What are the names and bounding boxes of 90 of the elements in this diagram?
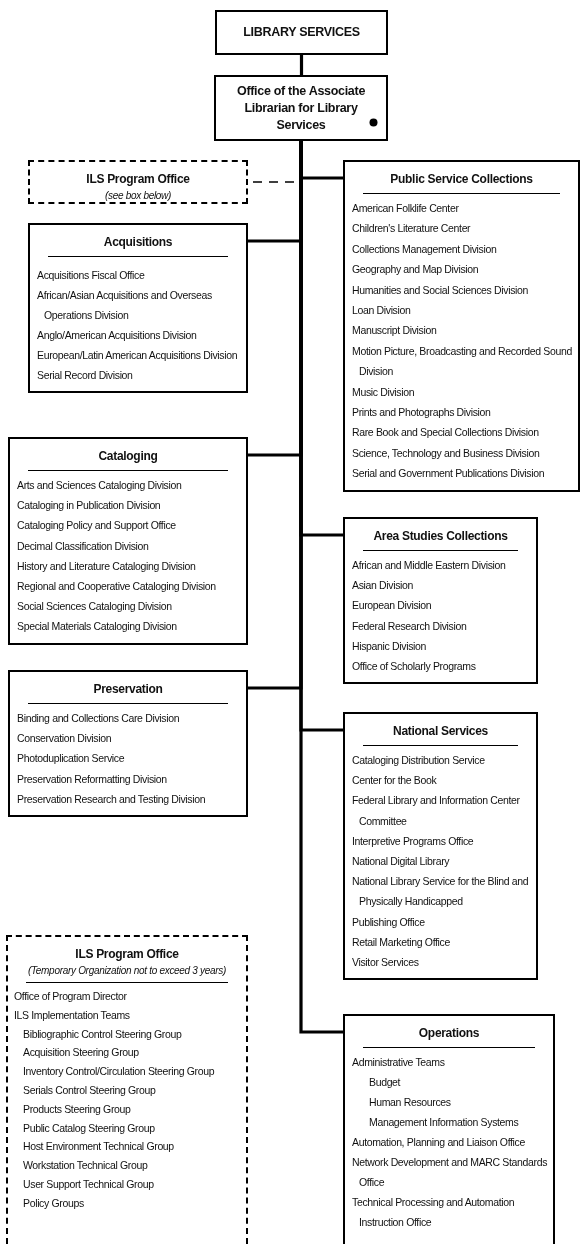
org-box (215, 10, 388, 55)
list-item: Prints and Photographs Division (352, 405, 492, 421)
list-item: History and Literature Cataloging Division (17, 558, 197, 574)
list-item: Retail Marketing Office (352, 934, 451, 950)
list-item: Serial and Government Publications Division (352, 466, 546, 482)
list-item: Federal Research Division (352, 618, 468, 634)
list-item: Human Resources (369, 1095, 452, 1110)
box-title: Office of the Associate Librarian for Library Services (235, 82, 367, 134)
org-box (8, 670, 248, 817)
list-item: Technical Processing and Automation Instruction Office (352, 1195, 516, 1230)
list-item: African/Asian Acquisitions and Overseas Operations Division (37, 288, 213, 323)
list-item: User Support Technical Group (23, 1176, 155, 1192)
list-item: African and Middle Eastern Division (352, 558, 507, 573)
list-item: Bibliographic Control Steering Group (23, 1026, 183, 1042)
list-item: Manuscript Division (352, 323, 438, 339)
list-item: Decimal Classification Division (17, 538, 150, 554)
list-item: Social Sciences Cataloging Division (17, 599, 173, 615)
org-box (343, 1014, 555, 1244)
list-item: Science, Technology and Business Division (352, 445, 541, 461)
connector-line (299, 55, 304, 75)
list-item: National Digital Library (352, 854, 451, 869)
list-item: Regional and Cooperative Cataloging Division (17, 579, 217, 594)
list-item: Inventory Control/Circulation Steering Group (23, 1064, 216, 1080)
list-item: Preservation Research and Testing Division (17, 791, 207, 807)
box-title: LIBRARY SERVICES (243, 24, 360, 41)
list-item: Special Materials Cataloging Division (17, 619, 178, 635)
box-heading: ILS Program Office (85, 171, 191, 188)
box-heading: ILS Program Office (74, 946, 180, 963)
list-item: Hispanic Division (352, 638, 427, 654)
list-item: Photoduplication Service (17, 751, 126, 767)
org-box (343, 517, 538, 685)
org-box (343, 160, 580, 492)
dashed-box (6, 935, 248, 1244)
box-heading: Public Service Collections (389, 171, 534, 188)
list-item: Interpretive Programs Office (352, 833, 475, 849)
list-item: Rare Book and Special Collections Division (352, 425, 540, 441)
list-item: Binding and Collections Care Division (17, 711, 181, 726)
box-heading: Cataloging (97, 448, 159, 465)
list-item: Host Environment Technical Group (23, 1139, 175, 1155)
org-box (28, 223, 248, 393)
list-item: ILS Implementation Teams (14, 1007, 131, 1023)
list-item: Music Division (352, 384, 416, 400)
list-item: European Division (352, 598, 433, 614)
list-item: Loan Division (352, 303, 412, 319)
list-item: National Library Service for the Blind and Physically Handicapped (352, 874, 530, 910)
list-item: Automation, Planning and Liaison Office (352, 1135, 526, 1150)
org-box (8, 437, 248, 645)
list-item: Publishing Office (352, 914, 426, 930)
list-item: Conservation Division (17, 731, 113, 747)
list-item: Humanities and Social Sciences Division (352, 282, 530, 298)
list-item: Preservation Reformatting Division (17, 771, 168, 787)
list-item: Administrative Teams (352, 1055, 446, 1070)
list-item: Federal Library and Information Center Committee (352, 793, 521, 829)
list-item: Serials Control Steering Group (23, 1083, 157, 1098)
list-item: Motion Picture, Broadcasting and Recorded Sound Division (352, 343, 573, 380)
list-item: Acquisitions Fiscal Office (37, 268, 146, 283)
list-item: Arts and Sciences Cataloging Division (17, 478, 183, 493)
box-heading: National Services (392, 723, 489, 740)
dashed-box (28, 160, 248, 204)
list-item: Serial Record Division (37, 368, 134, 383)
list-item: Collections Management Division (352, 241, 498, 257)
org-box (343, 712, 538, 981)
list-item: Anglo/American Acquisitions Division (37, 328, 198, 343)
list-item: Network Development and MARC Standards Office (352, 1155, 549, 1190)
list-item: Center for the Book (352, 773, 438, 789)
box-heading: Area Studies Collections (372, 528, 509, 545)
list-item: American Folklife Center (352, 201, 460, 216)
list-item: Cataloging Policy and Support Office (17, 518, 177, 534)
list-item: Cataloging Distribution Service (352, 753, 486, 768)
list-item: Office of Program Director (14, 989, 128, 1004)
box-heading: Operations (417, 1025, 481, 1042)
list-item: European/Latin American Acquisitions Division (37, 348, 239, 363)
list-item: Acquisition Steering Group (23, 1045, 140, 1061)
list-item: Policy Groups (23, 1195, 85, 1211)
org-box (214, 75, 388, 141)
list-item: Public Catalog Steering Group (23, 1120, 156, 1136)
list-item: Office of Scholarly Programs (352, 659, 477, 674)
box-subtitle: (Temporary Organization not to exceed 3 years) (26, 964, 228, 978)
list-item: Children's Literature Center (352, 221, 472, 237)
list-item: Cataloging in Publication Division (17, 498, 162, 514)
list-item: Workstation Technical Group (23, 1158, 149, 1174)
list-item: Management Information Systems (369, 1115, 520, 1130)
list-item: Geography and Map Division (352, 262, 480, 278)
box-subtitle: (see box below) (103, 189, 173, 203)
list-item: Visitor Services (352, 955, 420, 971)
list-item: Products Steering Group (23, 1101, 132, 1117)
box-heading: Acquisitions (102, 234, 174, 251)
list-item: Asian Division (352, 578, 415, 594)
list-item: Budget (369, 1075, 402, 1090)
box-heading: Preservation (92, 681, 164, 698)
